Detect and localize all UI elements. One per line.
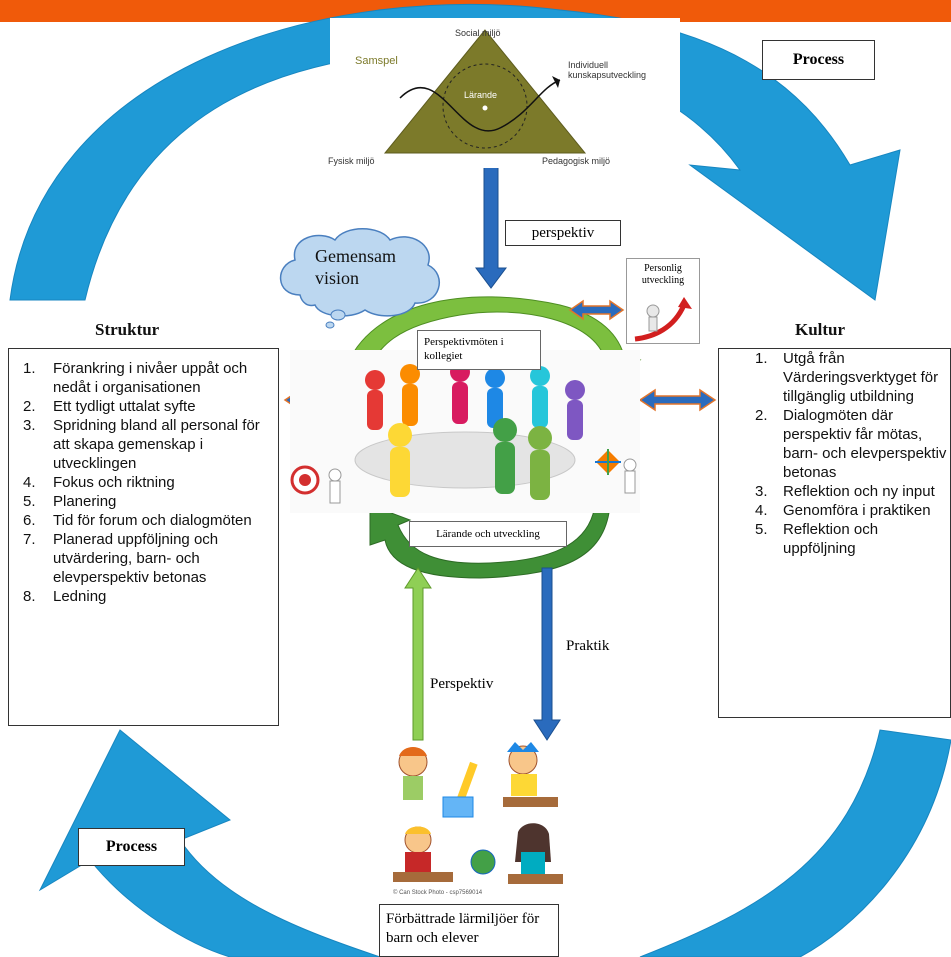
- struktur-item-number: 7.: [23, 531, 36, 548]
- process-label-top: Process: [762, 40, 875, 80]
- thought-cloud-shape: [279, 228, 440, 329]
- kultur-box: 1. Utgå från Värderingsverktyget för till…: [718, 348, 951, 718]
- colleagues-table-icon: [290, 362, 637, 504]
- gemensam-vision-text: Gemensam vision: [315, 246, 396, 288]
- double-arrow-right: [638, 388, 717, 412]
- struktur-item: 5. Planering: [23, 492, 270, 511]
- kultur-item-text: Reflektion och uppföljning: [783, 521, 879, 557]
- struktur-list: 1. Förankring i nivåer uppåt och nedåt i …: [23, 359, 270, 606]
- kultur-item: 1. Utgå från Värderingsverktyget för till…: [755, 349, 950, 406]
- process-arc-bottom: [639, 729, 951, 957]
- kultur-item: 4. Genomföra i praktiken: [755, 501, 950, 520]
- triangle-bottom-right-label: Pedagogisk miljö: [542, 156, 611, 166]
- kultur-item: 3. Reflektion och ny input: [755, 482, 950, 501]
- kultur-item-number: 5.: [755, 521, 768, 538]
- target-icon: [290, 465, 342, 504]
- larande-utveckling-label: Lärande och utveckling: [409, 521, 567, 547]
- struktur-item-number: 8.: [23, 588, 36, 605]
- struktur-item-text: Ledning: [53, 588, 107, 605]
- arrow-down-top: [475, 159, 507, 289]
- arrow-down-praktik: [533, 567, 561, 741]
- children-reading-icon: [393, 823, 563, 884]
- struktur-item-number: 4.: [23, 474, 36, 491]
- struktur-item-number: 6.: [23, 512, 36, 529]
- double-arrow-personlig: [568, 299, 625, 321]
- struktur-item-number: 5.: [23, 493, 36, 510]
- struktur-item: 3. Spridning bland all personal för att s…: [23, 416, 270, 473]
- learning-triangle-figure: Social miljö Samspel Lärande Individuell…: [328, 18, 680, 168]
- rising-arrow-figure-icon: [634, 297, 692, 342]
- children-illustration-2: © Can Stock Photo - csp7569014: [383, 822, 583, 902]
- struktur-title: Struktur: [95, 320, 160, 339]
- praktik-label: Praktik: [566, 638, 610, 654]
- kultur-item: 5. Reflektion och uppföljning: [755, 520, 950, 558]
- kultur-item-text: Genomföra i praktiken: [783, 502, 931, 519]
- kultur-item-number: 1.: [755, 350, 768, 367]
- struktur-item-number: 1.: [23, 360, 36, 377]
- personlig-utveckling-card: Personlig utveckling: [626, 258, 700, 344]
- children-learning-icon: [398, 742, 558, 818]
- struktur-item: 1. Förankring i nivåer uppåt och nedåt i …: [23, 359, 270, 397]
- kultur-item-text: Dialogmöten där perspektiv får mötas, ba…: [783, 407, 947, 481]
- struktur-item-text: Planerad uppföljning och utvärdering, ba…: [53, 531, 219, 586]
- compass-arrows-icon: [595, 449, 637, 494]
- children-illustration: [383, 742, 583, 822]
- struktur-item: 2. Ett tydligt uttalat syfte: [23, 397, 270, 416]
- perspektiv-bottom-label: Perspektiv: [430, 676, 494, 692]
- struktur-item-text: Förankring i nivåer uppåt och nedåt i or…: [53, 360, 248, 396]
- kultur-item-number: 2.: [755, 407, 768, 424]
- perspektivmoten-label: Perspektivmöten i kollegiet: [417, 330, 541, 370]
- struktur-item-text: Ett tydligt uttalat syfte: [53, 398, 196, 415]
- perspektiv-label-top: perspektiv: [505, 220, 621, 246]
- struktur-item: 6. Tid för forum och dialogmöten: [23, 511, 270, 530]
- kultur-title: Kultur: [795, 320, 846, 339]
- kultur-list: 1. Utgå från Värderingsverktyget för till…: [755, 349, 950, 558]
- process-top-text: Process: [792, 51, 845, 68]
- image-caption: © Can Stock Photo - csp7569014: [393, 890, 483, 896]
- struktur-item: 7. Planerad uppföljning och utvärdering, …: [23, 530, 270, 587]
- struktur-item: 8. Ledning: [23, 587, 270, 606]
- struktur-item-number: 3.: [23, 417, 36, 434]
- struktur-item-text: Planering: [53, 493, 117, 510]
- struktur-item-text: Fokus och riktning: [53, 474, 175, 491]
- struktur-item-number: 2.: [23, 398, 36, 415]
- perspektivmoten-text: Perspektivmöten i kollegiet: [424, 336, 504, 362]
- perspektiv-top-text: perspektiv: [531, 224, 595, 241]
- triangle-samspel-label: Samspel: [355, 55, 398, 67]
- triangle-center-label: Lärande: [464, 90, 498, 100]
- kultur-item-text: Utgå från Värderingsverktyget för tillgä…: [783, 350, 939, 405]
- triangle-right-label: Individuell kunskapsutveckling: [568, 60, 647, 80]
- process-bottom-text: Process: [105, 838, 158, 855]
- kultur-item-number: 4.: [755, 502, 768, 519]
- struktur-item-text: Tid för forum och dialogmöten: [53, 512, 252, 529]
- larande-utveckling-text: Lärande och utveckling: [436, 528, 540, 540]
- kultur-item: 2. Dialogmöten där perspektiv får mötas, …: [755, 406, 950, 482]
- forbattrade-box: Förbättrade lärmiljöer för barn och elev…: [379, 904, 559, 957]
- kultur-item-number: 3.: [755, 483, 768, 500]
- struktur-item-text: Spridning bland all personal för att ska…: [53, 417, 260, 472]
- triangle-bottom-left-label: Fysisk miljö: [328, 156, 375, 166]
- process-label-bottom: Process: [78, 828, 185, 866]
- struktur-item: 4. Fokus och riktning: [23, 473, 270, 492]
- struktur-box: 1. Förankring i nivåer uppåt och nedåt i …: [8, 348, 279, 726]
- kultur-item-text: Reflektion och ny input: [783, 483, 935, 500]
- forbattrade-text: Förbättrade lärmiljöer för barn och elev…: [386, 911, 540, 946]
- triangle-top-label: Social miljö: [455, 28, 501, 38]
- meeting-illustration: [290, 350, 640, 513]
- process-arc-bottom-left: [38, 729, 381, 957]
- learning-triangle-svg: [383, 29, 587, 154]
- arrow-up-perspektiv: [404, 567, 432, 741]
- personlig-utveckling-text: Personlig utveckling: [641, 263, 685, 286]
